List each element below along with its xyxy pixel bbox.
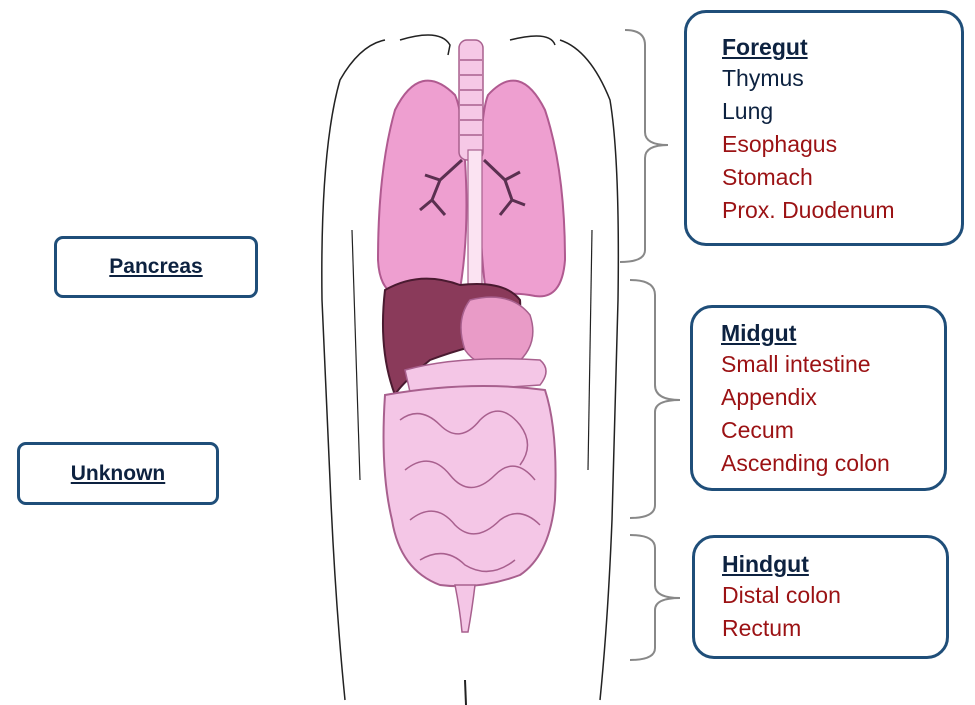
foregut-item: Prox. Duodenum [722, 194, 961, 227]
foregut-title: Foregut [722, 32, 961, 62]
hindgut-title: Hindgut [722, 549, 946, 579]
hindgut-box: Hindgut Distal colon Rectum [692, 535, 949, 659]
foregut-item: Stomach [722, 161, 961, 194]
small-intestine [384, 386, 556, 586]
midgut-title: Midgut [721, 318, 944, 348]
rectum [455, 585, 475, 632]
midgut-item: Cecum [721, 414, 944, 447]
trachea [459, 40, 483, 160]
stomach [461, 297, 533, 367]
left-lung [378, 81, 466, 300]
midgut-bracket [630, 280, 680, 518]
right-arm-line [588, 230, 592, 470]
pancreas-label: Pancreas [109, 255, 202, 278]
midgut-box: Midgut Small intestine Appendix Cecum As… [690, 305, 947, 491]
unknown-label: Unknown [71, 462, 166, 485]
esophagus [468, 150, 482, 290]
pancreas-label-box: Pancreas [54, 236, 258, 298]
hindgut-item: Rectum [722, 612, 946, 645]
right-lung [480, 81, 565, 300]
midgut-item: Small intestine [721, 348, 944, 381]
lower-center-line [465, 680, 466, 705]
left-arm-line [352, 230, 360, 480]
foregut-bracket [620, 30, 668, 262]
foregut-box: Foregut Thymus Lung Esophagus Stomach Pr… [684, 10, 964, 246]
midgut-item: Appendix [721, 381, 944, 414]
foregut-item: Esophagus [722, 128, 961, 161]
midgut-item: Ascending colon [721, 447, 944, 480]
hindgut-item: Distal colon [722, 579, 946, 612]
foregut-item: Lung [722, 95, 961, 128]
unknown-label-box: Unknown [17, 442, 219, 505]
foregut-item: Thymus [722, 62, 961, 95]
hindgut-bracket [630, 535, 680, 660]
